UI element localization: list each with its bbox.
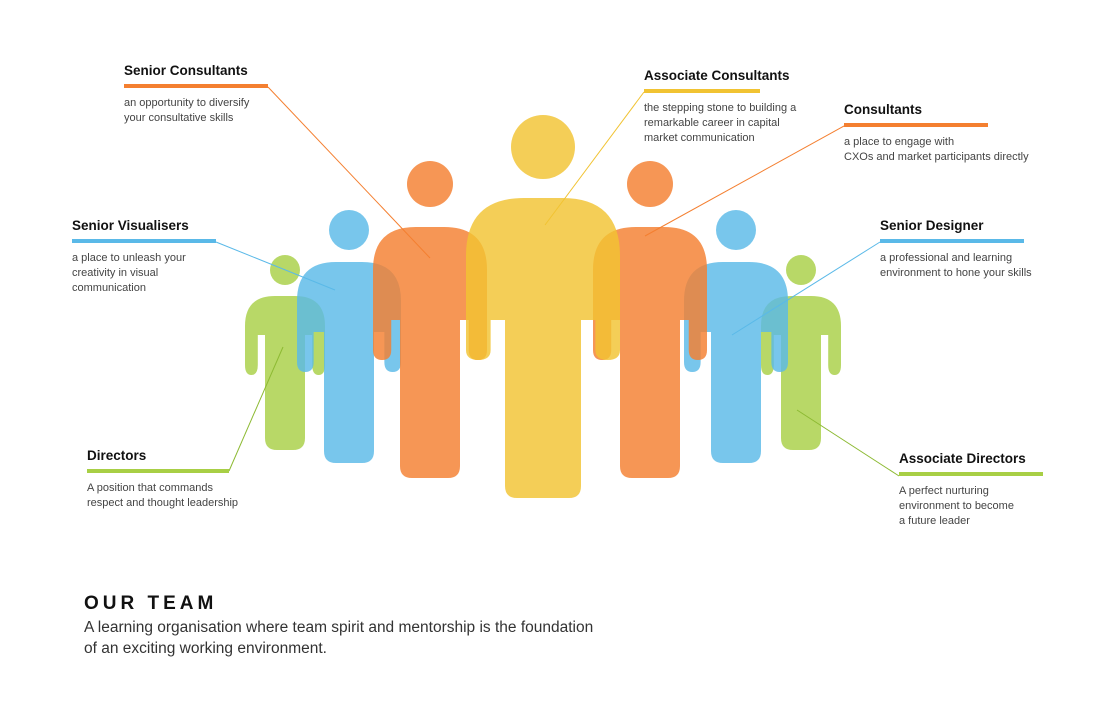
- figure-yellow-center: [466, 115, 620, 498]
- leader-line-consultants: [644, 125, 845, 237]
- figure-orange-left: [373, 161, 487, 478]
- role-senior-visualisers: Senior Visualisers a place to unleash yo…: [72, 218, 216, 296]
- leader-line-senior-designer: [731, 241, 881, 336]
- figure-orange-right: [593, 161, 707, 478]
- figure-head: [786, 255, 816, 285]
- role-description: a place to unleash your creativity in vi…: [72, 252, 186, 294]
- leader-line-directors: [228, 346, 284, 472]
- role-consultants: Consultants a place to engage with CXOs …: [844, 102, 1029, 165]
- role-description: the stepping stone to building a remarka…: [644, 102, 797, 144]
- role-directors: Directors A position that commands respe…: [87, 448, 238, 511]
- leader-line-senior-visualisers: [215, 241, 336, 291]
- role-underline: [899, 472, 1043, 476]
- leader-line-senior-consultants: [267, 86, 431, 259]
- role-description: A perfect nurturing environment to becom…: [899, 485, 1014, 527]
- role-senior-designer: Senior Designer a professional and learn…: [880, 218, 1032, 281]
- role-underline: [124, 84, 268, 88]
- role-title: Senior Visualisers: [72, 218, 189, 233]
- role-description: an opportunity to diversify your consult…: [124, 97, 250, 124]
- role-underline: [644, 89, 760, 93]
- role-title: Consultants: [844, 102, 923, 117]
- leader-line-associate-directors: [796, 409, 900, 477]
- role-title: Associate Directors: [899, 451, 1026, 466]
- role-underline: [880, 239, 1024, 243]
- role-title: Directors: [87, 448, 147, 463]
- role-underline: [844, 123, 988, 127]
- role-title: Senior Consultants: [124, 63, 248, 78]
- footer-title: OUR TEAM: [84, 593, 218, 614]
- footer: OUR TEAM A learning organisation where t…: [84, 593, 593, 659]
- figure-body: [684, 262, 788, 463]
- figure-head: [329, 210, 369, 250]
- role-underline: [72, 239, 216, 243]
- figure-head: [407, 161, 453, 207]
- role-description: A position that commands respect and tho…: [87, 482, 239, 509]
- figure-body: [373, 227, 487, 478]
- figure-body: [466, 198, 620, 498]
- leader-line-associate-consultants: [544, 91, 645, 226]
- role-description: a place to engage with CXOs and market p…: [844, 136, 1029, 163]
- figure-head: [511, 115, 575, 179]
- figure-head: [627, 161, 673, 207]
- figure-head: [716, 210, 756, 250]
- role-senior-consultants: Senior Consultants an opportunity to div…: [124, 63, 268, 126]
- role-description: a professional and learning environment …: [880, 252, 1032, 279]
- role-title: Associate Consultants: [644, 68, 790, 83]
- role-associate-directors: Associate Directors A perfect nurturing …: [899, 451, 1043, 529]
- figure-body: [593, 227, 707, 478]
- role-underline: [87, 469, 229, 473]
- footer-description: A learning organisation where team spiri…: [84, 619, 594, 657]
- role-title: Senior Designer: [880, 218, 984, 233]
- role-associate-consultants: Associate Consultants the stepping stone…: [644, 68, 796, 146]
- figure-blue-right: [684, 210, 788, 463]
